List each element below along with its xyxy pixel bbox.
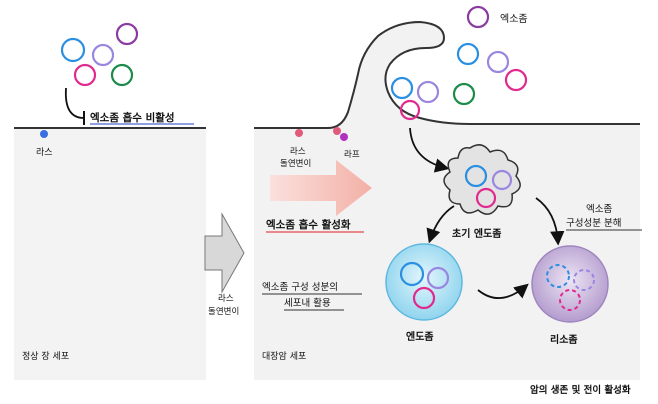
exosome-lilac <box>91 43 115 67</box>
endosome <box>385 243 463 321</box>
exosome-pink <box>399 99 421 121</box>
early-endosome-label: 초기 엔도좀 <box>452 227 501 240</box>
activation-arrow <box>270 160 372 216</box>
lysosome-label: 리소좀 <box>550 333 578 346</box>
utilization-label-2: 세포내 활용 <box>284 297 331 309</box>
exosome-blue <box>60 37 86 63</box>
exosome-pink <box>475 187 497 209</box>
exosome-green <box>452 82 476 106</box>
exosome-blue <box>464 164 488 188</box>
degraded-exosome-lilac <box>573 269 595 291</box>
cancer-activation-caption: 암의 생존 및 전이 활성화 <box>530 384 631 396</box>
mutant-ras-protein <box>295 129 303 137</box>
cancer-cell-membrane <box>254 20 640 129</box>
ras-label: 라스 <box>36 147 53 158</box>
mutation-arrow <box>204 212 245 294</box>
mutation-arrow-label-1: 라스 <box>218 294 234 304</box>
inhibit-arrow <box>64 87 85 119</box>
exosome-pink <box>504 68 528 92</box>
degraded-exosome-blue <box>546 264 570 288</box>
exosome-pink <box>73 63 97 87</box>
exosome-lilac <box>491 169 513 191</box>
normal-cell-label: 정상 장 세포 <box>22 351 69 362</box>
lysosome <box>531 245 609 323</box>
degraded-exosome-pink <box>559 289 581 311</box>
exosome-blue <box>390 76 414 100</box>
early-endosome <box>443 144 521 215</box>
exosome-lilac <box>416 80 440 104</box>
mutant-ras-label-2: 돌연변이 <box>280 158 311 169</box>
exosome-purple <box>466 5 490 29</box>
exosome-purple <box>115 22 139 46</box>
endosome-label: 엔도좀 <box>406 330 434 343</box>
degradation-label-2: 구성성분 분해 <box>566 217 621 229</box>
activate-label: 엑소좀 흡수 활성화 <box>266 218 351 231</box>
exosome-lilac <box>426 266 450 290</box>
degradation-label-1: 엑소좀 <box>586 203 612 215</box>
cancer-cell-label: 대장암 세포 <box>262 350 306 362</box>
to-endosome-arrow <box>426 205 455 244</box>
inhibit-label: 엑소좀 흡수 비활성 <box>90 111 175 124</box>
to-lysosome-arrow <box>535 197 565 246</box>
exosome-blue <box>456 42 480 66</box>
mutant-ras-protein-2 <box>333 127 341 135</box>
exosome-blue <box>399 261 425 287</box>
exosome-lilac <box>486 50 510 74</box>
raf-label: 라프 <box>344 150 360 160</box>
raf-protein <box>340 133 348 141</box>
exosome-green <box>110 63 134 87</box>
exosome-label: 엑소좀 <box>500 13 528 25</box>
utilization-label-1: 엑소좀 구성 성분의 <box>262 281 338 293</box>
mutant-ras-label-1: 라스 <box>290 147 306 157</box>
ras-protein <box>40 130 48 138</box>
exosome-pink <box>412 286 436 310</box>
normal-cell <box>14 128 206 380</box>
endosome-to-lysosome-arrow <box>477 283 529 299</box>
internalize-arrow <box>409 127 450 173</box>
mutation-arrow-label-2: 돌연변이 <box>208 306 239 317</box>
